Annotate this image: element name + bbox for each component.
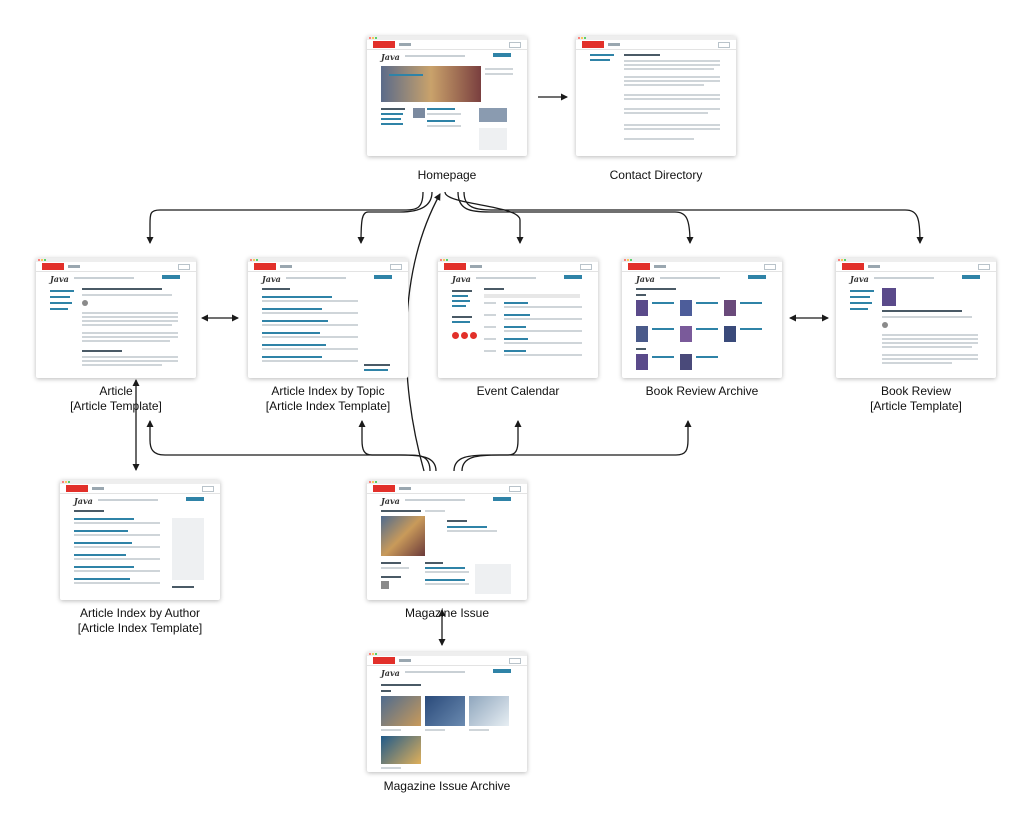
arrow-magazine-to-book-archive — [461, 420, 692, 472]
java-logo: Java — [50, 274, 69, 284]
arrow-homepage-to-events — [444, 191, 524, 244]
java-logo: Java — [381, 52, 400, 62]
thumbnail-contact-directory[interactable] — [576, 36, 736, 156]
node-title: Magazine Issue — [404, 606, 490, 620]
thumbnail-homepage[interactable]: Java — [367, 36, 527, 156]
node-title: Magazine Issue Archive — [383, 779, 511, 793]
thumbnail-magazine-issue[interactable]: Java — [367, 480, 527, 600]
node-title: Article — [99, 384, 133, 398]
java-logo: Java — [381, 668, 400, 678]
arrow-homepage-to-topic — [357, 191, 433, 244]
node-template: [Article Index Template] — [77, 621, 203, 635]
node-title: Event Calendar — [476, 384, 560, 398]
java-logo: Java — [636, 274, 655, 284]
arrow-magazine-to-topic — [358, 420, 437, 472]
thumbnail-book-review[interactable]: Java — [836, 258, 996, 378]
arrow-magazine-to-article — [146, 420, 431, 472]
node-title: Book Review Archive — [645, 384, 759, 398]
node-title: Homepage — [417, 168, 477, 182]
node-title: Article Index by Topic — [271, 384, 385, 398]
arrow-homepage-to-book-archive — [457, 191, 694, 244]
thumbnail-event-calendar[interactable]: Java — [438, 258, 598, 378]
thumbnail-book-review-archive[interactable]: Java — [622, 258, 782, 378]
thumbnail-article[interactable]: Java — [36, 258, 196, 378]
thumbnail-magazine-issue-archive[interactable]: Java — [367, 652, 527, 772]
java-logo: Java — [74, 496, 93, 506]
thumbnail-article-index-topic[interactable]: Java — [248, 258, 408, 378]
node-title: Contact Directory — [609, 168, 703, 182]
node-title: Book Review — [880, 384, 952, 398]
arrow-homepage-to-book-review — [463, 191, 924, 244]
java-logo: Java — [262, 274, 281, 284]
java-logo: Java — [381, 496, 400, 506]
node-template: [Article Index Template] — [265, 399, 391, 413]
node-template: [Article Template] — [870, 399, 962, 413]
java-logo: Java — [452, 274, 471, 284]
issue-cover — [381, 516, 425, 556]
arrow-homepage-to-article — [146, 191, 424, 244]
java-logo: Java — [850, 274, 869, 284]
arrow-magazine-to-homepage — [405, 193, 441, 472]
thumbnail-article-index-author[interactable]: Java — [60, 480, 220, 600]
node-template: [Article Template] — [70, 399, 162, 413]
node-title: Article Index by Author — [79, 606, 201, 620]
hero-image — [381, 66, 481, 102]
